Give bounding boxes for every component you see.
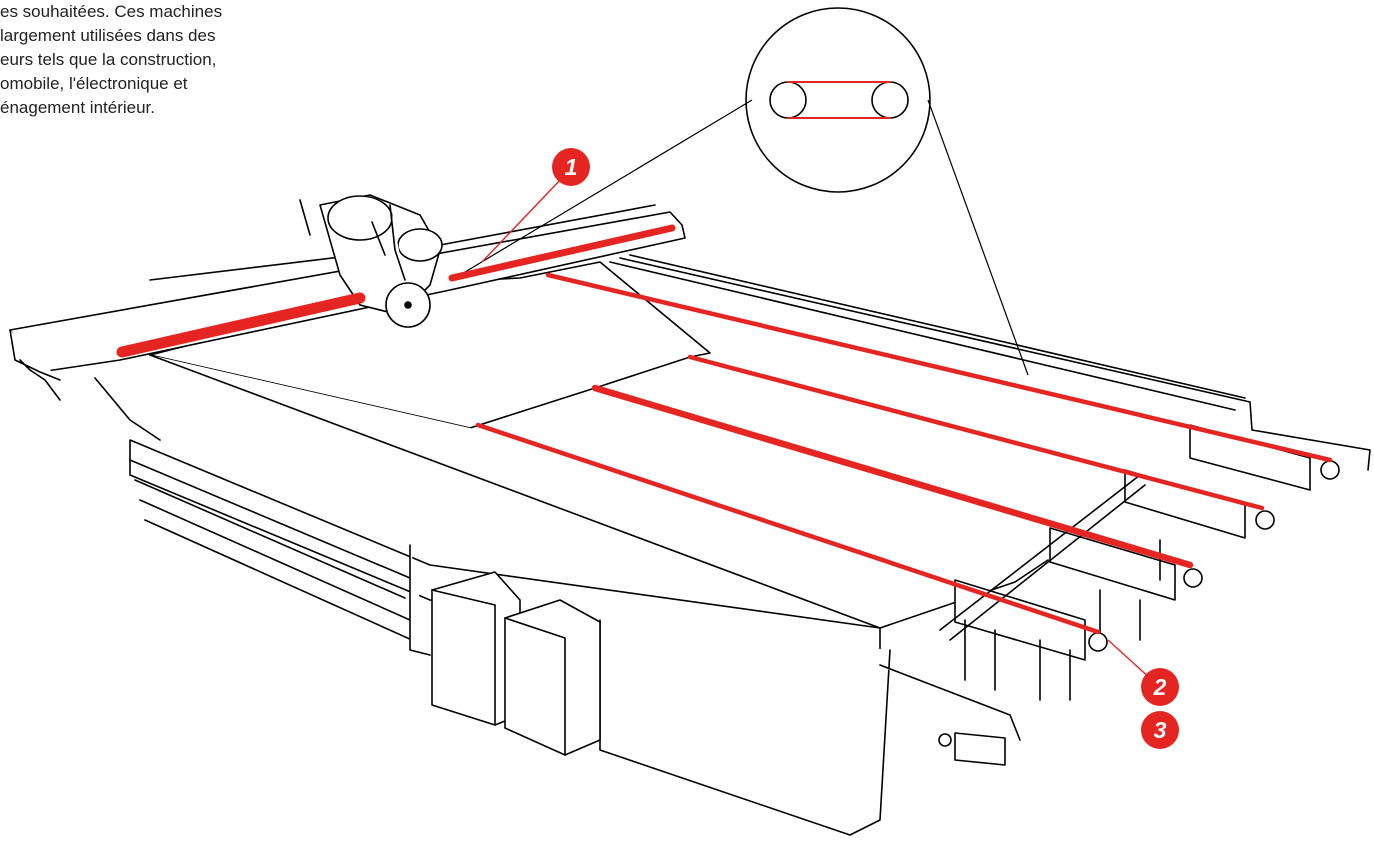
callout-badge-3: 3 [1141, 711, 1179, 749]
table-front-rails [129, 459, 413, 641]
callout-badge-1: 1 [552, 148, 590, 186]
description-line: es souhaitées. Ces machines [0, 2, 223, 21]
pulley-belt-2 [1088, 632, 1108, 652]
description-line: largement utilisées dans des [0, 26, 216, 45]
bracket-second [1049, 527, 1176, 601]
table-front-lower-edge [879, 664, 1021, 741]
table-right-rail [609, 254, 1246, 411]
belt-gantry-right [448, 224, 676, 282]
gantry-beam-left-end [9, 329, 161, 441]
gantry-beam [9, 211, 686, 373]
control-box-right-side [504, 617, 566, 756]
magnifier-pulley-right [871, 81, 909, 119]
callout-number: 3 [1154, 717, 1167, 743]
cutting-head-disc-right [397, 228, 443, 262]
belt-1 [475, 422, 1101, 635]
cutting-head-detail [299, 199, 406, 281]
belt-2 [591, 384, 1194, 569]
description-line: omobile, l'électronique et [0, 74, 188, 93]
cross-shaft [939, 474, 1146, 641]
description-line: eurs tels que la construction, [0, 50, 217, 69]
foot-switch-knob [938, 733, 952, 747]
magnifier-circle [745, 7, 931, 193]
table-long-edge [149, 354, 1049, 629]
callout-2-leader [1107, 639, 1153, 681]
cutting-head-disc-top [327, 195, 393, 241]
magnifier-leader-left [459, 99, 753, 276]
table-right-edge [619, 257, 1371, 471]
bracket-front [954, 579, 1086, 661]
magnifier-pulley-left [769, 81, 807, 119]
belt-4 [545, 272, 1333, 463]
bracket-legs [964, 539, 1161, 701]
pulley-belt-3 [1183, 568, 1203, 588]
belt-gantry-left [116, 292, 366, 358]
description-line: énagement intérieur. [0, 98, 155, 117]
cutting-blade-hub [404, 301, 412, 309]
pulley-belt-4 [1255, 510, 1275, 530]
magnifier-belt [787, 81, 891, 119]
callout-number: 2 [1153, 674, 1167, 700]
belt-3 [687, 354, 1265, 511]
bracket-third [1124, 469, 1246, 539]
callout-1-leader [481, 177, 563, 263]
callout-number: 1 [565, 154, 578, 180]
pulley-belt-5 [1320, 460, 1340, 480]
callout-badge-2: 2 [1141, 668, 1179, 706]
foot-switch [954, 732, 1006, 766]
magnifier-leader-right [927, 99, 1029, 376]
control-box-left-side [431, 589, 496, 726]
